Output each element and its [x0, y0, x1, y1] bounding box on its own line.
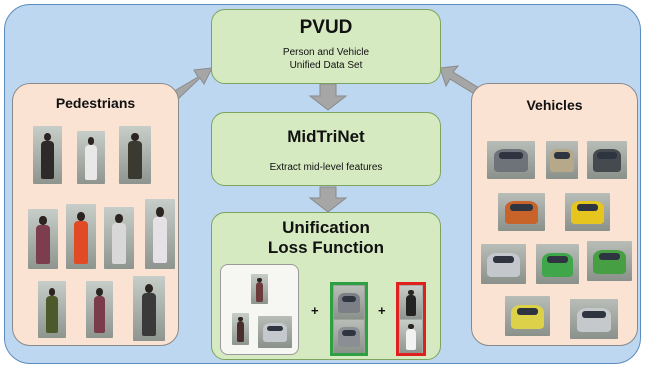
vehicles-panel: Vehicles [471, 83, 638, 346]
plus-sign-2: + [378, 303, 386, 318]
negative-person-image-2 [400, 320, 422, 353]
pedestrian-image-6 [104, 207, 134, 269]
loss-title-line-1: Unification [282, 218, 370, 237]
pedestrian-image-2 [77, 131, 105, 184]
vehicle-image-4 [498, 193, 545, 231]
vehicles-title: Vehicles [526, 97, 583, 113]
pvud-line-2: Unified Data Set [289, 60, 363, 71]
anchor-person-image-2 [232, 313, 249, 345]
pvud-title: PVUD [299, 17, 353, 38]
midtrinet-title: MidTriNet [287, 127, 365, 146]
plus-sign-1: + [311, 303, 319, 318]
vehicle-image-2 [546, 141, 578, 179]
pedestrians-title: Pedestrians [55, 95, 136, 111]
pedestrian-image-3 [119, 126, 151, 184]
positive-pair [330, 282, 368, 356]
vehicle-image-7 [536, 244, 579, 284]
pvud-box: PVUD Person and Vehicle Unified Data Set [211, 9, 441, 84]
negative-person-image-1 [400, 286, 422, 319]
vehicle-image-8 [587, 241, 632, 281]
arrow-vehicles-to-pvud [439, 65, 480, 96]
anchor-person-image [251, 274, 268, 304]
pedestrian-image-1 [33, 126, 62, 184]
positive-vehicle-image-1 [334, 286, 364, 319]
pvud-line-1: Person and Vehicle [282, 47, 370, 58]
negative-pair [396, 282, 426, 356]
pedestrian-image-8 [38, 281, 66, 338]
positive-vehicle-image-2 [334, 320, 364, 353]
anchor-group [220, 264, 299, 355]
vehicle-image-6 [481, 244, 526, 284]
vehicle-image-1 [487, 141, 535, 179]
pedestrians-panel: Pedestrians [12, 83, 179, 346]
arrow-midtrinet-to-loss [308, 186, 348, 213]
midtrinet-box: MidTriNet Extract mid-level features [211, 112, 441, 186]
anchor-vehicle-image [258, 316, 292, 348]
vehicle-image-3 [587, 141, 627, 179]
pedestrian-image-4 [28, 209, 58, 269]
midtrinet-subtitle: Extract mid-level features [269, 162, 383, 173]
vehicle-image-10 [570, 299, 618, 339]
arrow-pvud-to-midtrinet [308, 83, 348, 111]
pedestrian-image-5 [66, 204, 96, 269]
pedestrian-image-7 [145, 199, 175, 269]
vehicle-image-5 [565, 193, 610, 231]
loss-title-line-2: Loss Function [267, 238, 385, 257]
pedestrian-image-9 [86, 281, 113, 338]
pedestrian-image-10 [133, 276, 165, 341]
vehicle-image-9 [505, 296, 550, 336]
arrow-pedestrians-to-pvud [170, 67, 213, 102]
